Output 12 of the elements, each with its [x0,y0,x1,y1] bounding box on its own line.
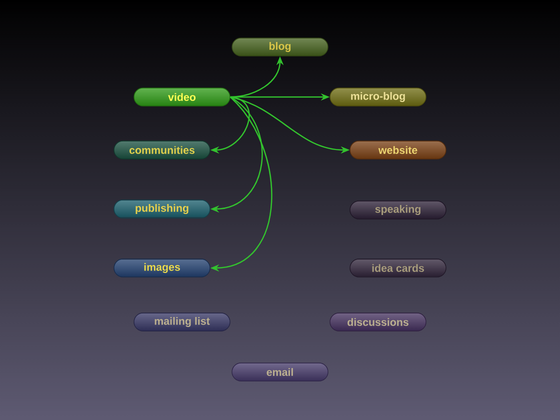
rounded-box: blog [232,38,328,56]
rounded-box: images [114,258,210,278]
rounded-box: micro-blog [330,88,426,106]
rounded-box: email [232,362,328,382]
rounded-box: mailing list [134,312,230,332]
rounded-box: publishing [114,200,210,218]
rounded-box: communities [114,140,210,160]
rounded-box: video [134,88,230,106]
rounded-box: website [350,140,446,160]
rounded-box: speaking [350,200,446,220]
rounded-box: discussions [330,312,426,332]
rounded-box: idea cards [350,258,446,278]
